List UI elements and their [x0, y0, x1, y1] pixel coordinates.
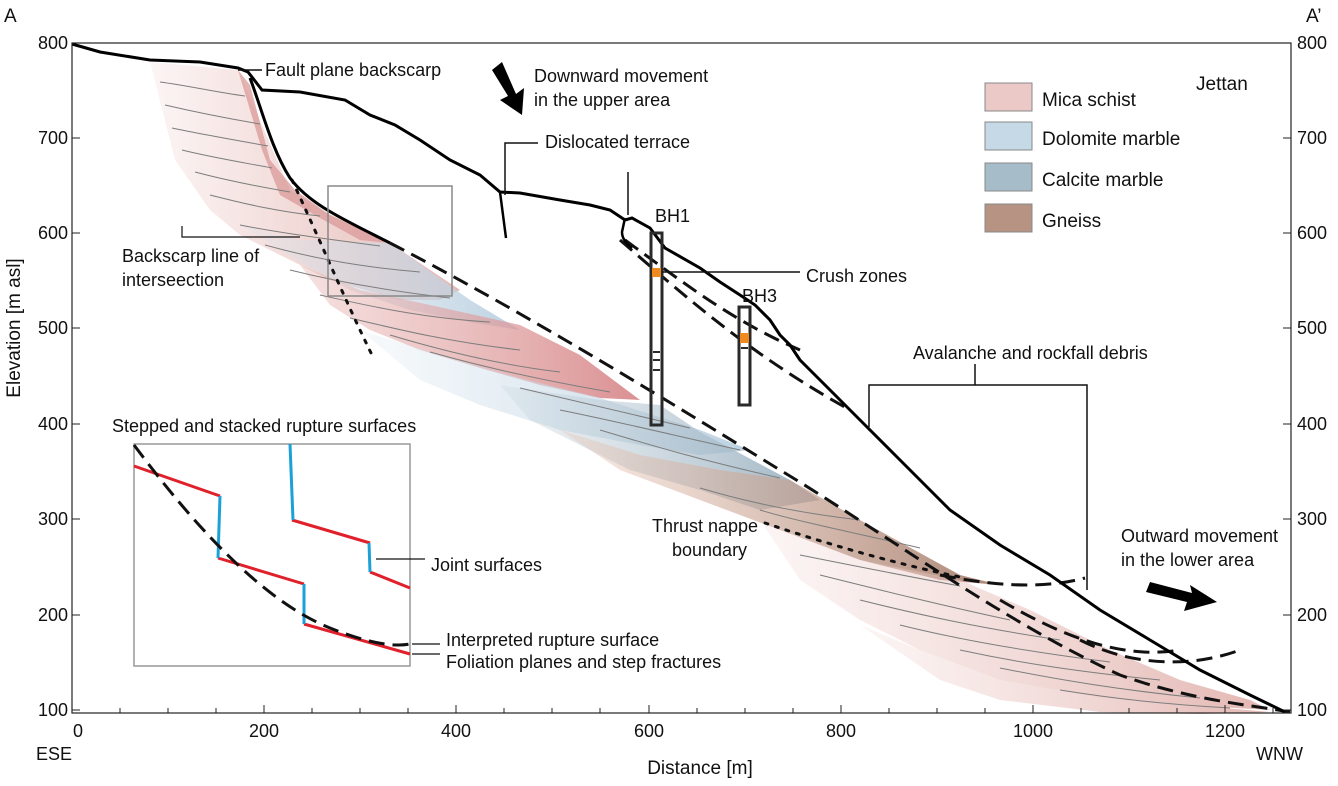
- dislocated-terrace-label: Dislocated terrace: [545, 132, 690, 152]
- x-tick-label: 1200: [1205, 721, 1245, 741]
- rupture-surface-3: [624, 238, 801, 352]
- y-axis-title: Elevation [m asl]: [4, 258, 25, 397]
- y-tick-label: 100: [1297, 700, 1327, 720]
- ground-surface-profile: [71, 42, 1286, 714]
- legend-swatch-gneiss: [984, 203, 1033, 233]
- y-tick-label: 600: [1297, 223, 1327, 243]
- legend-swatch-mica-schist: [984, 82, 1033, 112]
- foliation-planes-label: Foliation planes and step fractures: [446, 652, 721, 672]
- legend-swatch-calcite-marble: [984, 162, 1033, 192]
- joint-surfaces-label: Joint surfaces: [431, 555, 542, 575]
- interpreted-rupture-label: Interpreted rupture surface: [446, 630, 659, 650]
- annotations: Fault plane backscarp Downward movement …: [122, 60, 1278, 611]
- downward-arrow-icon: [492, 62, 524, 115]
- backscarp-line-label-2: interseection: [122, 270, 224, 290]
- y-tick-label: 200: [1297, 605, 1327, 625]
- y-tick-label: 700: [38, 128, 68, 148]
- crush-zones-label: Crush zones: [806, 266, 907, 286]
- backscarp-wedge: [238, 70, 390, 243]
- debris-lobe-lower: [1079, 638, 1241, 664]
- x-tick-label: 0: [73, 721, 83, 741]
- borehole-bh1: [649, 231, 664, 427]
- y-tick-label: 200: [38, 605, 68, 625]
- y-tick-label: 300: [38, 509, 68, 529]
- inset-title: Stepped and stacked rupture surfaces: [112, 416, 416, 436]
- inset-interpreted-rupture: [132, 444, 411, 647]
- x-axis-title: Distance [m]: [647, 758, 753, 779]
- y-tick-label: 800: [38, 33, 68, 53]
- debris-lobe-middle: [999, 598, 1181, 654]
- y-tick-label: 100: [38, 700, 68, 720]
- dolomite-marble-upper-unit: [240, 225, 520, 330]
- foliation-step-lines: [133, 464, 411, 656]
- borehole-bh3: [737, 305, 752, 407]
- avalanche-debris-label: Avalanche and rockfall debris: [913, 343, 1148, 363]
- mica-schist-middle-unit: [300, 265, 640, 400]
- backscarp-line-label-1: Backscarp line of: [122, 246, 260, 266]
- outward-movement-label-2: in the lower area: [1121, 550, 1255, 570]
- inset-location-box: [327, 185, 453, 297]
- y-tick-label: 300: [1297, 509, 1327, 529]
- section-end-label: A’: [1306, 6, 1321, 27]
- downward-movement-label-1: Downward movement: [534, 66, 708, 86]
- y-tick-label: 400: [38, 414, 68, 434]
- dotted-lines: [290, 178, 967, 580]
- thrust-nappe-boundary-line: [763, 521, 967, 580]
- thrust-nappe-label-1: Thrust nappe: [652, 516, 758, 536]
- legend-label: Gneiss: [1042, 211, 1101, 232]
- x-tick-label: 200: [249, 721, 279, 741]
- y-tick-label: 500: [38, 318, 68, 338]
- dislocated-terrace-fault: [498, 191, 508, 239]
- legend: Mica schist Dolomite marble Calcite marb…: [984, 82, 1180, 233]
- fault-plane-backscarp: [248, 77, 391, 245]
- outward-arrow-icon: [1146, 582, 1217, 611]
- left-direction-label: ESE: [36, 744, 72, 764]
- inset-diagram: Stepped and stacked rupture surfaces Joi…: [112, 416, 721, 672]
- main-rupture-surface: [389, 241, 1291, 714]
- x-tick-label: 1000: [1013, 721, 1053, 741]
- debris-lobe-upper: [939, 573, 1086, 587]
- x-tick-label: 400: [441, 721, 471, 741]
- y-tick-label: 600: [38, 223, 68, 243]
- y-tick-label: 700: [1297, 128, 1327, 148]
- y-tick-labels-left: 800 700 600 500 400 300 200 100: [38, 33, 68, 720]
- terrace-scarp: [620, 217, 633, 249]
- legend-swatch-dolomite-marble: [984, 121, 1033, 151]
- thrust-nappe-label-2: boundary: [672, 540, 747, 560]
- legend-label: Calcite marble: [1042, 170, 1163, 191]
- y-tick-label: 500: [1297, 318, 1327, 338]
- x-tick-labels: 0 200 400 600 800 1000 1200: [73, 721, 1245, 741]
- legend-label: Mica schist: [1042, 90, 1137, 111]
- bh3-label: BH3: [742, 286, 777, 306]
- y-tick-label: 400: [1297, 414, 1327, 434]
- fault-plane-label: Fault plane backscarp: [265, 60, 441, 80]
- backscarp-intersection-line: [290, 178, 374, 357]
- foliation-lines: [159, 81, 1231, 709]
- right-direction-label: WNW: [1256, 744, 1303, 764]
- mica-schist-toe-unit: [860, 625, 1270, 714]
- y-tick-labels-right: 800 700 600 500 400 300 200 100: [1297, 33, 1327, 720]
- x-tick-label: 600: [634, 721, 664, 741]
- site-name-label: Jettan: [1196, 74, 1248, 95]
- bh1-label: BH1: [655, 206, 690, 226]
- y-tick-label: 800: [1297, 33, 1327, 53]
- outward-movement-label-1: Outward movement: [1121, 526, 1278, 546]
- legend-label: Dolomite marble: [1042, 129, 1180, 150]
- section-start-label: A: [4, 6, 17, 27]
- mica-schist-lower-unit: [760, 520, 1270, 710]
- downward-movement-label-2: in the upper area: [534, 90, 671, 110]
- plot-frame: [71, 42, 1292, 714]
- axis-ticks: [71, 42, 1291, 713]
- x-tick-label: 800: [826, 721, 856, 741]
